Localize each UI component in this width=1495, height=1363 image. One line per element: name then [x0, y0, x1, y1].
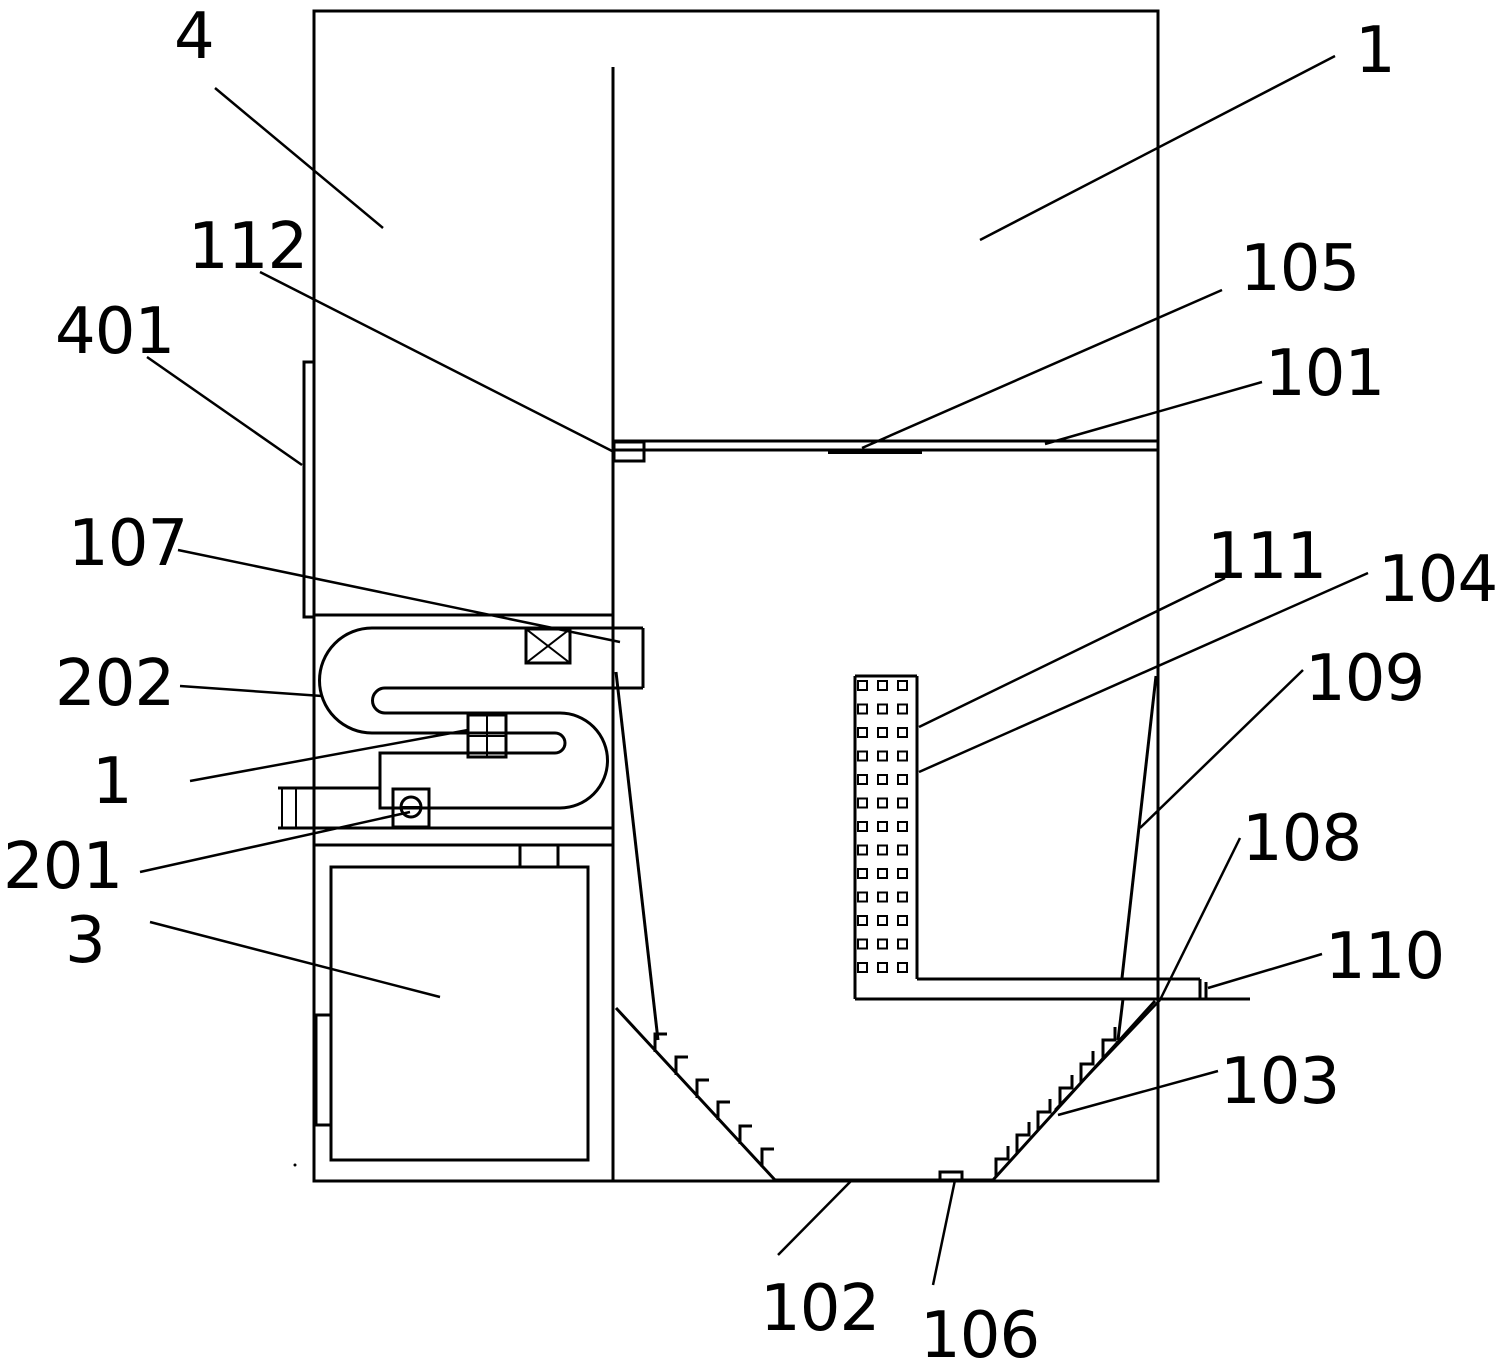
label-107: 107 [68, 507, 187, 581]
filter-hole [897, 938, 908, 950]
filter-hole [897, 821, 908, 832]
filter-hole [897, 915, 908, 926]
label-112: 112 [188, 210, 307, 284]
filter-hole [897, 774, 908, 785]
pump-201 [391, 787, 431, 829]
filter-hole [877, 844, 888, 856]
filter-hole [857, 868, 868, 879]
label-110: 110 [1325, 920, 1444, 994]
label-201: 201 [3, 830, 122, 904]
filter-hole [897, 680, 908, 691]
step-tooth-103 [1015, 1122, 1031, 1153]
step-tooth-103 [1101, 1027, 1117, 1058]
grid-block-1 [466, 713, 508, 759]
filter-hole [857, 774, 868, 785]
step-tooth-103 [653, 1032, 667, 1052]
filter-hole [897, 868, 908, 879]
outlet-106 [938, 1170, 964, 1182]
filter-hole [877, 680, 888, 691]
filter-104 [853, 674, 919, 999]
label-111: 111 [1207, 520, 1326, 594]
filter-hole [857, 727, 868, 738]
filter-hole [897, 703, 908, 715]
filter-hole [877, 891, 888, 903]
filter-hole [857, 680, 868, 691]
filter-hole [857, 891, 868, 903]
reference-labels: 4 1 112 105 401 101 107 111 104 202 109 … [3, 0, 1495, 1363]
partition-plate-101 [612, 439, 1158, 463]
filter-hole [857, 797, 868, 809]
label-102: 102 [760, 1272, 879, 1346]
label-108: 108 [1242, 802, 1361, 876]
label-401: 401 [55, 295, 174, 369]
filter-hole [857, 844, 868, 856]
filter-hole [857, 750, 868, 762]
label-101: 101 [1265, 337, 1384, 411]
step-tooth-103 [695, 1078, 709, 1098]
filter-hole [857, 821, 868, 832]
filter-hole [897, 750, 908, 762]
step-tooth-103 [674, 1055, 688, 1075]
filter-hole [877, 915, 888, 926]
filter-hole [877, 962, 888, 973]
filter-hole [857, 962, 868, 973]
step-tooth-103 [1036, 1099, 1052, 1130]
step-tooth-103 [994, 1146, 1010, 1177]
box-3 [293, 843, 590, 1167]
filter-hole [897, 844, 908, 856]
valve-107 [524, 627, 572, 665]
step-tooth-103 [1079, 1051, 1095, 1082]
filter-hole [897, 797, 908, 809]
step-tooth-103 [738, 1124, 752, 1144]
filter-hole [877, 821, 888, 832]
step-tooth-103 [716, 1100, 730, 1120]
outlet-tray-110 [855, 977, 1250, 1001]
filter-hole [877, 868, 888, 879]
filter-hole [877, 938, 888, 950]
serpentine-pipe-202 [278, 626, 645, 830]
label-106: 106 [920, 1299, 1039, 1363]
side-door-401 [302, 360, 316, 619]
filter-hole [897, 727, 908, 738]
label-104: 104 [1378, 543, 1495, 617]
label-103: 103 [1220, 1045, 1339, 1119]
filter-hole [897, 962, 908, 973]
step-tooth-103 [1058, 1075, 1074, 1106]
step-tooth-103 [760, 1147, 774, 1167]
filter-hole [877, 774, 888, 785]
filter-hole [877, 727, 888, 738]
label-202: 202 [55, 647, 174, 721]
filter-hole [877, 797, 888, 809]
filter-hole [857, 703, 868, 715]
leader-lines [139, 54, 1369, 1286]
filter-hole [857, 915, 868, 926]
label-1-mid: 1 [92, 745, 132, 819]
label-105: 105 [1240, 232, 1359, 306]
label-3: 3 [65, 904, 105, 978]
label-4: 4 [174, 0, 214, 74]
filter-hole [857, 938, 868, 950]
filter-hole [897, 891, 908, 903]
filter-hole [877, 750, 888, 762]
housing [312, 9, 1160, 1183]
label-1-top: 1 [1355, 14, 1395, 88]
filter-hole [877, 703, 888, 715]
wall-109 [614, 671, 1158, 1041]
label-109: 109 [1305, 642, 1424, 716]
